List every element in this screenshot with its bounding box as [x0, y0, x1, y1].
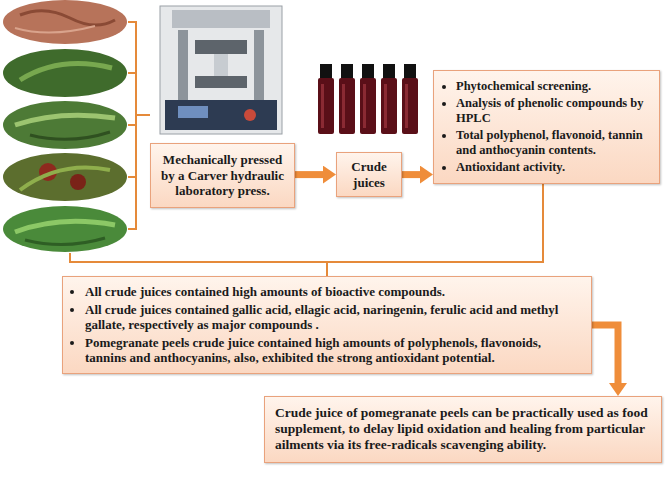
bullet-list: All crude juices contained high amounts … — [69, 284, 581, 366]
box-text: Crude juice of pomegranate peels can be … — [275, 405, 651, 454]
analysis-box: Phytochemical screening. Analysis of phen… — [433, 70, 660, 184]
bottles-illustration — [318, 64, 418, 134]
bullet-list: Phytochemical screening. Analysis of phen… — [440, 79, 651, 175]
bullet-item: All crude juices contained high amounts … — [85, 284, 581, 300]
bullet-item: Analysis of phenolic compounds by HPLC — [456, 96, 651, 126]
bracket-connector — [327, 184, 543, 276]
bullet-item: Pomegranate peels crude juice contained … — [85, 335, 581, 366]
findings-box: All crude juices contained high amounts … — [62, 276, 592, 374]
box-text: Crude juices — [341, 159, 397, 190]
box-text: Mechanically pressed by a Carver hydraul… — [157, 152, 288, 199]
bullet-item: All crude juices contained gallic acid, … — [85, 302, 581, 333]
flow-arrow — [592, 325, 618, 383]
conclusion-box: Crude juice of pomegranate peels can be … — [264, 396, 662, 463]
bullet-text: All crude juices contained gallic acid, … — [85, 302, 558, 333]
flow-arrow — [402, 171, 420, 178]
result-box: Crude juices — [336, 152, 402, 197]
bullet-item: Antioxidant activity. — [456, 160, 651, 175]
bullet-text: Analysis of phenolic compounds by HPLC — [456, 96, 644, 125]
bullet-text: All crude juices contained high amounts … — [85, 284, 445, 299]
bullet-text: Total polyphenol, flavonoid, tannin and … — [456, 128, 643, 157]
flow-arrow — [295, 171, 323, 178]
bullet-text: Phytochemical screening. — [456, 79, 591, 93]
bullet-text: Antioxidant activity. — [456, 160, 565, 174]
leaf-photos — [3, 0, 127, 252]
process-box: Mechanically pressed by a Carver hydraul… — [150, 143, 295, 208]
press-illustration — [160, 6, 282, 134]
bullet-item: Phytochemical screening. — [456, 79, 651, 94]
bullet-item: Total polyphenol, flavonoid, tannin and … — [456, 128, 651, 158]
bullet-text: Pomegranate peels crude juice contained … — [85, 335, 541, 366]
